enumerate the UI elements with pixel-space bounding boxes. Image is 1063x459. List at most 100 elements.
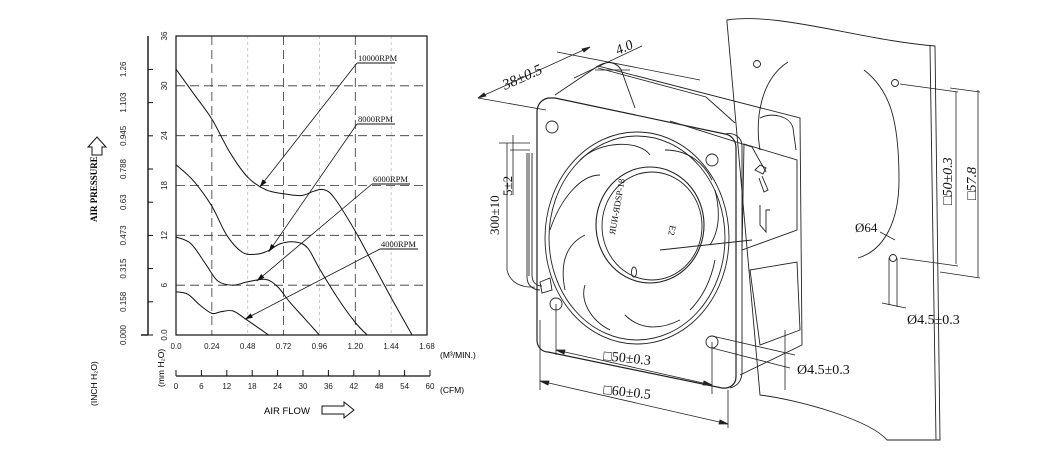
fan-venturi	[544, 131, 730, 345]
dim-side-57-ext-bottom	[939, 271, 981, 279]
cfm-tick-label: 36	[324, 382, 333, 391]
y-inch-tick-label: 1.103	[119, 92, 128, 113]
grid-lines	[176, 36, 427, 335]
fan-hub-inner	[601, 171, 703, 281]
hub-dot	[631, 266, 637, 278]
mounting-plate-edge	[929, 45, 937, 441]
x-tick-label: 1.20	[347, 342, 363, 351]
y-inch-tick-label: 1.26	[119, 61, 128, 77]
series-label: 8000RPM	[358, 114, 393, 124]
dim-side-hole-line	[881, 302, 907, 309]
leader-line	[256, 183, 373, 282]
cfm-tick-label: 54	[400, 382, 409, 391]
dim-front-50-line	[555, 349, 713, 386]
right-arrow-icon	[321, 400, 355, 420]
x-tick-label: 0.96	[312, 342, 328, 351]
dim-38-ext-1	[477, 97, 547, 111]
y-tick-label: 24	[160, 131, 169, 140]
series-label: 6000RPM	[373, 174, 408, 184]
series-label: 10000RPM	[358, 53, 398, 63]
y-unit-mm: (mm H₂O)	[156, 349, 166, 387]
fan-housing-side	[741, 143, 798, 251]
dim-38-ext-2	[556, 51, 701, 81]
dim-front-60-arrows	[539, 380, 729, 425]
dim-strip-label: 5±2	[500, 176, 515, 196]
plate-hole-top-right	[891, 79, 899, 87]
leader-arrowhead	[244, 313, 253, 320]
dim-opening-label: Ø64	[855, 220, 878, 235]
rotation-direction-icon	[759, 205, 770, 234]
series-line-10000rpm	[175, 68, 413, 336]
x-unit-cfm: (CFM)	[440, 385, 464, 395]
dim-lead-length-label: 300±10	[487, 195, 502, 235]
y-axis-label: AIR PRESSURE	[89, 156, 99, 222]
dimension-lines	[477, 45, 981, 428]
cfm-tick-label: 0	[174, 382, 179, 391]
plate-hole-top-left	[753, 60, 761, 68]
y-inch-tick-label: 0.788	[119, 158, 128, 179]
y-tick-label: 0.0	[160, 329, 169, 341]
fan-housing-top-strut	[597, 62, 636, 109]
dim-side-outline-label: □57.8	[965, 167, 980, 200]
series-label: 4000RPM	[381, 239, 416, 249]
fan-front-frame-thickness	[724, 133, 743, 389]
x-tick-label: 1.68	[419, 342, 435, 351]
cfm-tick-label: 6	[199, 382, 204, 391]
x-tick-label: 0.72	[276, 342, 292, 351]
leader-line	[268, 123, 358, 253]
dim-4-line	[573, 45, 643, 79]
dim-front-outline-label: □60±0.5	[603, 383, 652, 403]
dim-38-arrows	[477, 46, 591, 99]
lead-wire	[526, 153, 543, 291]
x-tick-label: 0.48	[240, 342, 256, 351]
dim-side-hole-label: Ø4.5±0.3	[907, 313, 960, 328]
plate-hole-bottom-right	[889, 254, 897, 262]
x-tick-label: 0.24	[204, 342, 220, 351]
cfm-tick-label: 60	[426, 382, 435, 391]
leader-line	[244, 248, 381, 320]
y-tick-label: 36	[160, 31, 169, 40]
dim-front-60-line	[539, 380, 729, 425]
dim-front-hole-label: Ø4.5±0.3	[797, 363, 850, 378]
dim-side-57-ext-top	[949, 87, 981, 93]
fan-venturi-inner	[548, 135, 726, 341]
fan-dimension-drawing	[526, 18, 941, 441]
dim-38-line	[477, 46, 591, 99]
fan-housing-top	[554, 65, 803, 376]
mount-hole-top-right	[705, 153, 719, 167]
dim-front-hole-ext-1	[711, 335, 796, 356]
dim-front-hole-ext-2	[711, 347, 791, 369]
x-tick-label: 0.0	[170, 342, 182, 351]
fan-hub	[595, 166, 705, 284]
pressure-flow-chart: 10000RPM 8000RPM 6000RPM 4000RPM 0.0 0.24 0.4…	[86, 31, 476, 420]
fan-housing-top-rib	[759, 114, 797, 151]
y-unit-inch: (INCH H₂O)	[89, 361, 99, 406]
leader-arrowhead	[256, 273, 265, 282]
x-tick-label: 1.44	[383, 342, 399, 351]
hub-code: E2	[666, 225, 678, 237]
dim-side-50-ext-bottom	[899, 257, 959, 267]
y-tick-label: 6	[160, 282, 169, 287]
mounting-plate	[726, 18, 941, 441]
y-inch-tick-labels: 0.0000.1580.3150.4730.630.7880.9451.1031…	[119, 61, 153, 345]
y-inch-tick-label: 0.158	[119, 291, 128, 312]
cfm-tick-label: 12	[222, 382, 231, 391]
dim-side-pitch-label: □50±0.3	[941, 157, 956, 205]
x-axis-label: AIR FLOW	[264, 406, 310, 417]
leader-line	[259, 62, 358, 188]
dim-lead-length-curve	[506, 269, 536, 288]
mount-hole-top-left	[545, 120, 559, 134]
series-curves	[175, 68, 413, 336]
up-arrow-icon	[86, 136, 108, 156]
fan-housing-edge	[597, 67, 736, 124]
lead-wire-grommet	[539, 277, 553, 294]
dim-depth-label: 38±0.5	[499, 62, 545, 94]
leader-arrowhead	[259, 179, 267, 188]
x-unit-m3: (M³/MIN.)	[440, 350, 476, 360]
fan-housing-side-lower	[749, 261, 801, 346]
cfm-tick-label: 30	[299, 382, 308, 391]
plate-opening	[757, 61, 900, 259]
y-inch-tick-label: 0.315	[119, 258, 128, 279]
series-line-6000rpm	[175, 236, 320, 336]
